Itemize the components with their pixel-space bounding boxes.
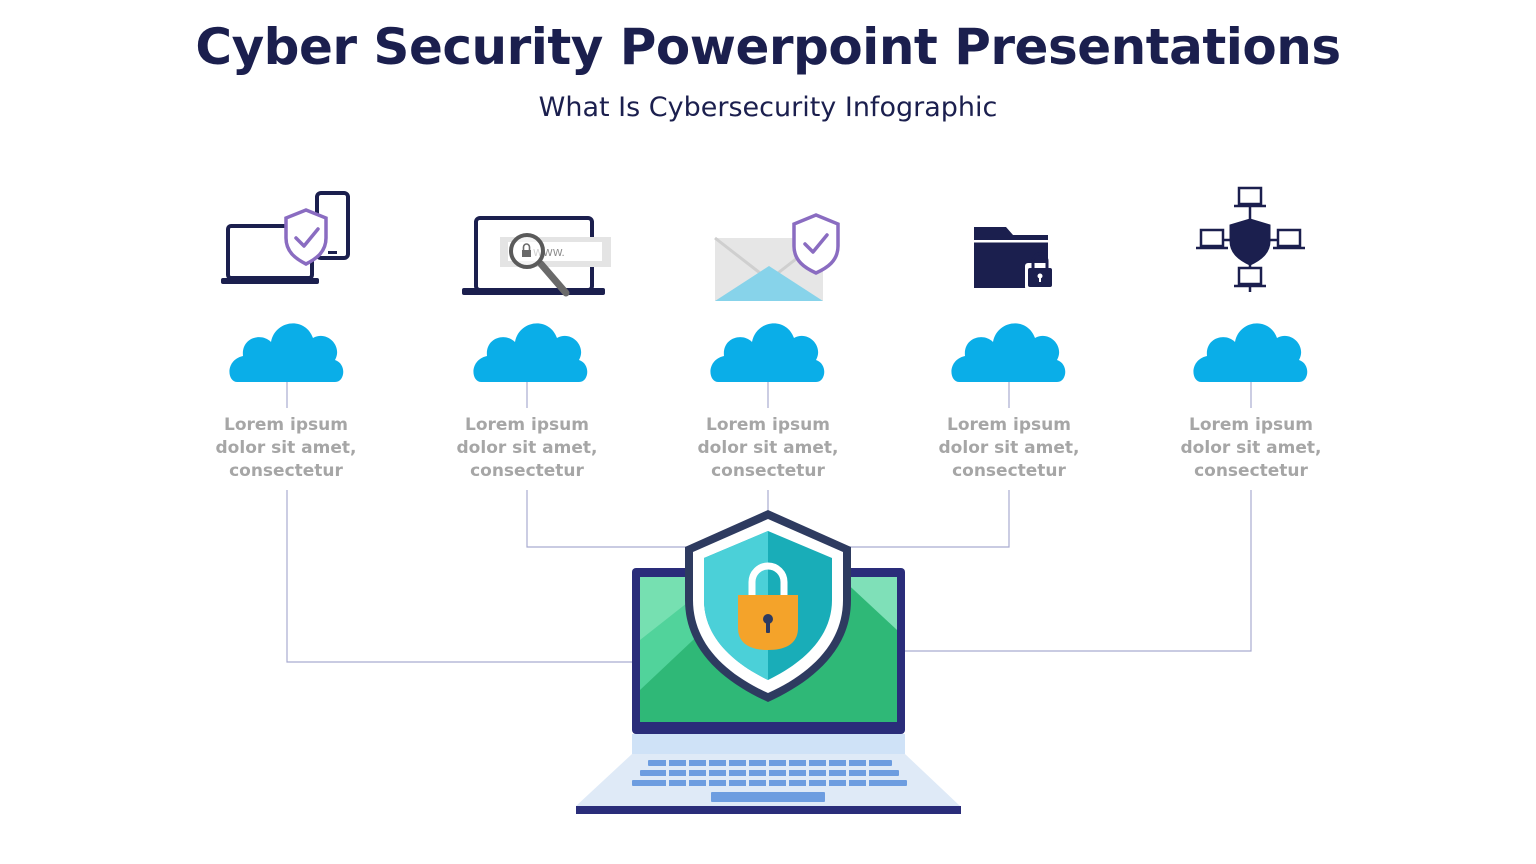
- padlock-shackle: [748, 562, 788, 597]
- cloud-icon-4: [951, 323, 1066, 382]
- cloud-icon-3: [710, 323, 825, 382]
- network-shield-icon: [1196, 186, 1305, 292]
- devices-shield-icon: [221, 191, 350, 284]
- connector-line-1: [286, 380, 636, 663]
- locked-folder-icon: [974, 227, 1055, 290]
- cloud-icon-2: [473, 323, 588, 382]
- connector-line-2: [526, 380, 690, 548]
- keyboard-gaps: [666, 759, 869, 787]
- connector-lines: [286, 380, 1252, 663]
- cloud-icon-1: [229, 323, 344, 382]
- cloud-icon-5: [1193, 323, 1308, 382]
- page-subtitle: What Is Cybersecurity Infographic: [538, 92, 998, 123]
- laptop-shield-padlock-icon: [576, 510, 961, 814]
- url-text: WWW.: [533, 248, 565, 259]
- clouds: [229, 323, 1308, 382]
- connector-line-4: [846, 380, 1010, 548]
- secure-email-icon: [714, 213, 840, 301]
- connector-line-5: [902, 380, 1252, 652]
- page-title: Cyber Security Powerpoint Presentations: [195, 18, 1341, 76]
- browser-search-icon: WWW.: [462, 216, 611, 297]
